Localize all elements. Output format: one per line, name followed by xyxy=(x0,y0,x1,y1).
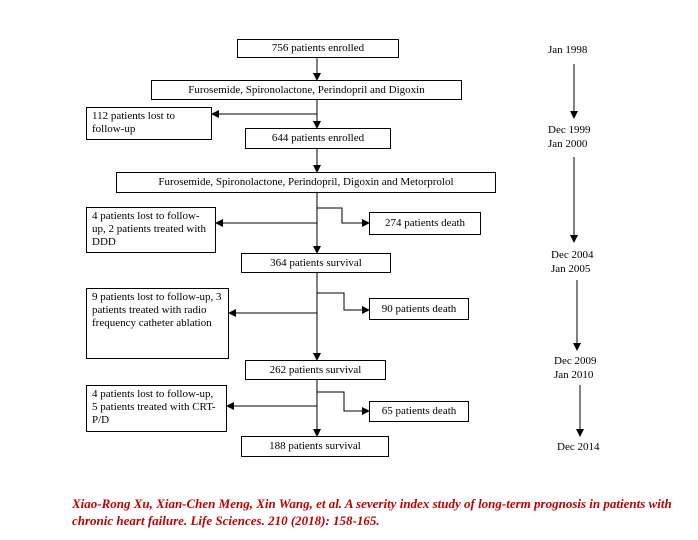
timeline-jan-2005: Jan 2005 xyxy=(551,263,591,275)
citation: Xiao-Rong Xu, Xian-Chen Meng, Xin Wang, … xyxy=(72,496,672,528)
arrow-to-death65 xyxy=(317,391,370,415)
death-274-box: 274 patients death xyxy=(369,212,481,235)
lost-2004-box: 4 patients lost to follow-up, 2 patients… xyxy=(86,207,216,253)
death-90-box: 90 patients death xyxy=(369,298,469,320)
timeline-jan-1998: Jan 1998 xyxy=(548,44,588,56)
drugs-2-box: Furosemide, Spironolactone, Perindopril,… xyxy=(116,172,496,193)
lost-2009-box: 9 patients lost to follow-up, 3 patients… xyxy=(86,288,229,359)
arrow-to-death274 xyxy=(317,207,370,227)
timeline-jan-2010: Jan 2010 xyxy=(554,369,594,381)
enrolled-756-box: 756 patients enrolled xyxy=(237,39,399,58)
survival-262-box: 262 patients survival xyxy=(245,360,386,380)
death-65-box: 65 patients death xyxy=(369,401,469,422)
arrow-to-death90 xyxy=(317,292,370,314)
lost-112-box: 112 patients lost to follow-up xyxy=(86,107,212,140)
drugs-1-box: Furosemide, Spironolactone, Perindopril … xyxy=(151,80,462,100)
timeline-jan-2000: Jan 2000 xyxy=(548,138,588,150)
survival-364-box: 364 patients survival xyxy=(241,253,391,273)
timeline-dec-2009: Dec 2009 xyxy=(554,355,597,367)
timeline-dec-2004: Dec 2004 xyxy=(551,249,594,261)
timeline-dec-1999: Dec 1999 xyxy=(548,124,591,136)
lost-2014-box: 4 patients lost to follow-up, 5 patients… xyxy=(86,385,227,432)
enrolled-644-box: 644 patients enrolled xyxy=(245,128,391,149)
survival-188-box: 188 patients survival xyxy=(241,436,389,457)
timeline-dec-2014: Dec 2014 xyxy=(557,441,600,453)
